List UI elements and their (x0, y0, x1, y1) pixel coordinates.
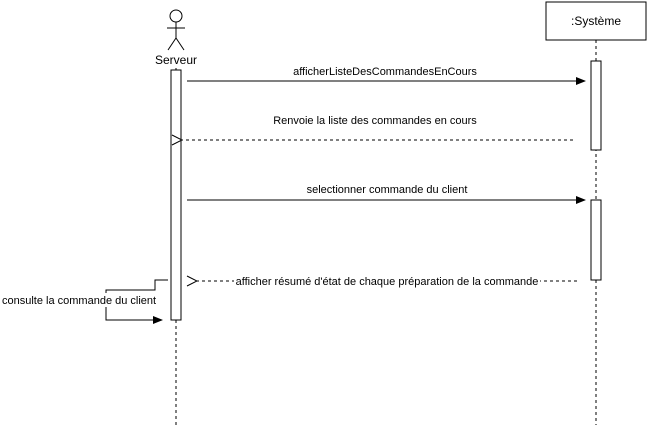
self-message-arrow (105, 279, 168, 324)
actor-activation-bar (170, 69, 182, 321)
message-selectionner-commande: selectionner commande du client (187, 184, 586, 204)
system-activation-bar-2 (590, 199, 602, 281)
participant-systeme: :Système (545, 1, 647, 41)
actor-serveur: Serveur (155, 9, 197, 67)
message-label: selectionner commande du client (307, 184, 468, 196)
actor-name-label: Serveur (155, 53, 197, 67)
message-consulte-commande: consulte la commande du client (1, 279, 168, 324)
message-afficher-liste: afficherListeDesCommandesEnCours (187, 66, 586, 85)
message-label: consulte la commande du client (2, 295, 156, 307)
message-label: afficherListeDesCommandesEnCours (293, 66, 477, 78)
participant-box (545, 1, 647, 41)
message-label: Renvoie la liste des commandes en cours (273, 115, 477, 127)
system-activation-bar-1 (590, 60, 602, 151)
message-afficher-resume: afficher résumé d'état de chaque prépara… (197, 274, 577, 288)
message-renvoie-liste: Renvoie la liste des commandes en cours (182, 115, 573, 140)
message-label: afficher résumé d'état de chaque prépara… (236, 276, 539, 288)
message-label-background (1, 293, 154, 307)
message-label-background (234, 274, 540, 288)
stick-figure-icon (167, 9, 185, 51)
participant-name-label: :Système (571, 14, 621, 28)
